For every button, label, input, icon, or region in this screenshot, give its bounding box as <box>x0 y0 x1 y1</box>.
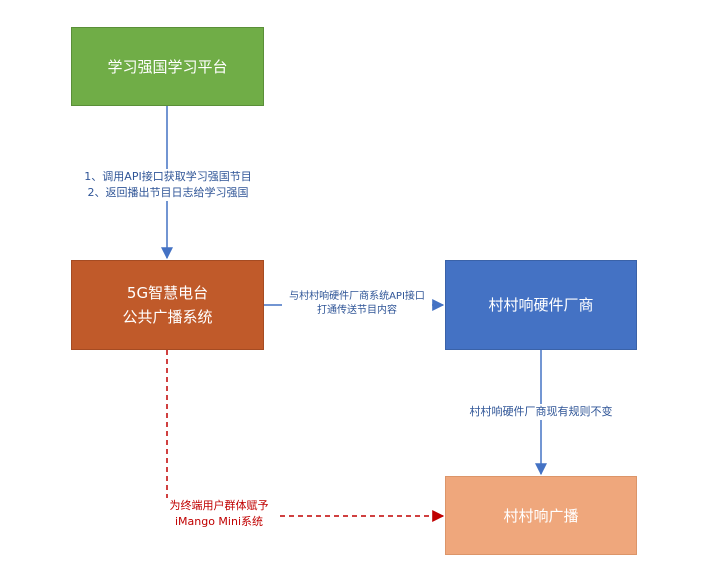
edge-label-platform-to-radio-line1: 1、调用API接口获取学习强国节目 <box>84 170 252 183</box>
edge-label-radio-to-vendor-line2: 打通传送节目内容 <box>317 305 397 316</box>
edge-label-vendor-to-broadcast-text: 村村响硬件厂商现有规则不变 <box>469 405 613 418</box>
edge-label-platform-to-radio-line2: 2、返回播出节目日志给学习强国 <box>87 186 249 199</box>
edge-label-platform-to-radio: 1、调用API接口获取学习强国节目 2、返回播出节目日志给学习强国 <box>80 169 256 201</box>
node-broadcast: 村村响广播 <box>445 476 637 555</box>
edge-label-radio-to-broadcast: 为终端用户群体赋予 iMango Mini系统 <box>160 498 278 530</box>
arrow-radio-to-broadcast <box>166 350 445 522</box>
edge-label-radio-to-broadcast-line2: iMango Mini系统 <box>174 515 264 528</box>
node-platform-label: 学习强国学习平台 <box>107 57 228 76</box>
edge-label-radio-to-vendor-line1: 与村村响硬件厂商系统API接口 <box>289 291 425 302</box>
node-radio: 5G智慧电台 公共广播系统 <box>71 260 264 350</box>
node-vendor-label: 村村响硬件厂商 <box>488 296 594 314</box>
edge-label-radio-to-vendor: 与村村响硬件厂商系统API接口 打通传送节目内容 <box>282 290 432 318</box>
edge-label-vendor-to-broadcast: 村村响硬件厂商现有规则不变 <box>466 404 616 420</box>
node-vendor: 村村响硬件厂商 <box>445 260 637 350</box>
node-platform: 学习强国学习平台 <box>71 27 264 106</box>
node-radio-label-line2: 公共广播系统 <box>122 308 213 326</box>
edge-label-radio-to-broadcast-line1: 为终端用户群体赋予 <box>169 499 269 512</box>
node-broadcast-label: 村村响广播 <box>503 506 579 525</box>
node-radio-label-line1: 5G智慧电台 <box>126 284 209 302</box>
